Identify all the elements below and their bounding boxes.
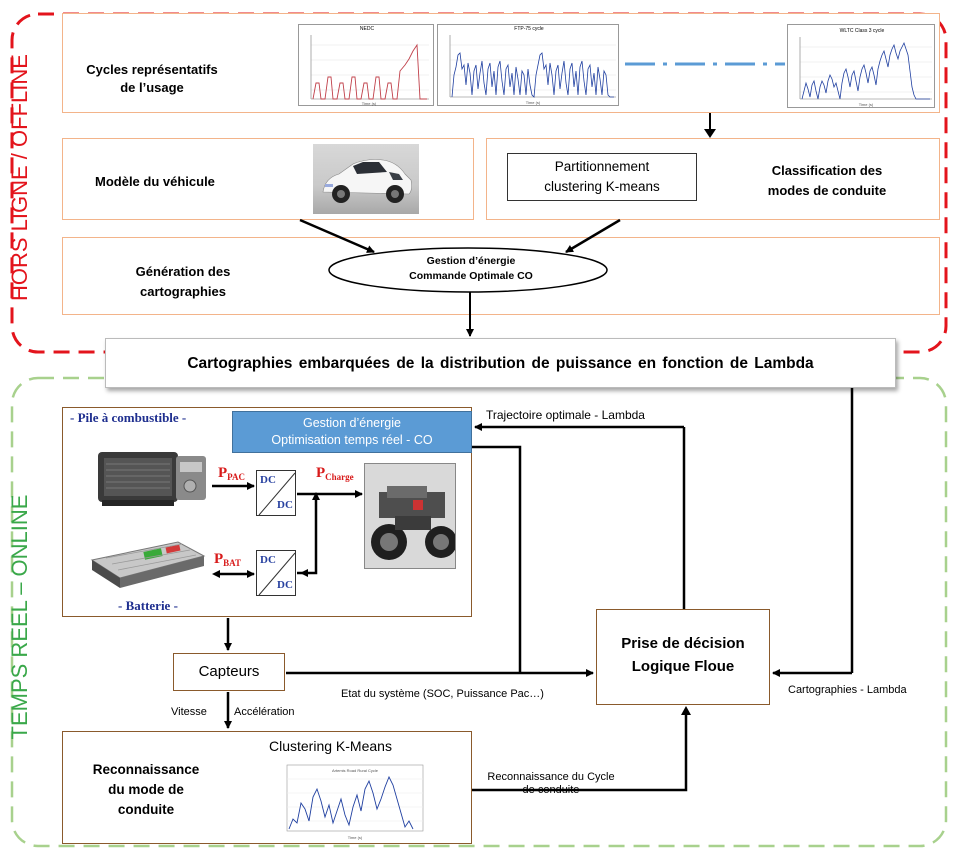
fuel-cell-image — [92, 434, 212, 520]
cycles-label-line1: Cycles représentatifs — [86, 62, 218, 77]
recognition-box: Reconnaissance du mode de conduite Clust… — [62, 731, 472, 844]
line-gestion-to-etat — [472, 445, 522, 673]
partition-line2: clustering K-means — [544, 179, 660, 194]
p-pac-sub: PAC — [227, 472, 246, 482]
generation-line1: Génération des — [135, 264, 231, 279]
energy-management-ellipse — [328, 247, 608, 293]
ellipse-line1: Gestion d’énergie — [426, 255, 516, 267]
decision-line2: Logique Floue — [631, 658, 735, 675]
generation-label: Génération des cartographies — [103, 262, 263, 302]
p-pac-main: P — [218, 465, 228, 481]
cartographies-lambda-label: Cartographies - Lambda — [788, 684, 907, 696]
p-bat-label: PBAT — [214, 551, 241, 568]
p-charge-main: P — [316, 465, 326, 481]
battery-label: - Batterie - — [118, 598, 178, 613]
line-dcdc2-to-bus — [297, 498, 318, 575]
recognition-curve: Artemis Road Rural Cycle Time (s) — [286, 764, 424, 840]
dcdc-converter-2: DC DC — [256, 550, 296, 596]
chassis-icon — [365, 464, 455, 568]
ellipse-line2: Commande Optimale CO — [409, 270, 533, 282]
p-bat-sub: BAT — [223, 558, 242, 568]
arrow-vehicle-to-ellipse — [299, 218, 375, 254]
wltc-chart-title: WLTC Class 3 cycle — [839, 28, 885, 34]
nedc-curve: Time (s) — [310, 35, 429, 106]
partition-box: Partitionnement clustering K-means — [507, 153, 697, 201]
gestion-line2: Optimisation temps réel - CO — [271, 433, 433, 447]
cycles-label-line2: de l’usage — [120, 80, 184, 95]
capteurs-box: Capteurs — [173, 653, 285, 691]
line-recognition-to-decision — [472, 710, 688, 792]
decision-box: Prise de décision Logique Floue — [596, 609, 770, 705]
classification-box: Partitionnement clustering K-means Class… — [486, 138, 940, 220]
gestion-box: Gestion d’énergie Optimisation temps rée… — [232, 411, 472, 453]
generation-line2: cartographies — [140, 284, 226, 299]
ftp75-curve: Time (s) — [449, 35, 616, 105]
ellipse-text: Gestion d’énergie Commande Optimale CO — [336, 254, 606, 284]
fuel-cell-label: - Pile à combustible - — [70, 410, 187, 425]
etat-label: Etat du système (SOC, Puissance Pac…) — [341, 688, 544, 700]
vehicle-model-box: Modèle du véhicule — [62, 138, 474, 220]
car-icon — [322, 159, 412, 203]
nedc-chart-title: NEDC — [359, 26, 375, 32]
dcdc-2-out: DC — [277, 579, 293, 591]
wltc-curve: Time (s) — [799, 37, 932, 107]
p-bat-main: P — [214, 551, 224, 567]
recognition-line3: conduite — [117, 802, 175, 817]
recognition-label: Reconnaissance du mode de conduite — [71, 760, 221, 820]
battery-image — [86, 530, 210, 596]
acceleration-label: Accélération — [234, 706, 295, 718]
svg-text:Time (s): Time (s) — [362, 101, 377, 106]
decision-line1: Prise de décision — [621, 635, 745, 652]
ftp75-chart: FTP-75 cycle Time (s) — [437, 24, 619, 106]
arrow-classification-to-ellipse — [565, 218, 621, 254]
cartographies-banner: Cartographies embarquées de la distribut… — [105, 338, 896, 388]
cycle-recognition-label: Reconnaissance du Cycle de conduite — [476, 771, 626, 797]
recognition-line2: du mode de — [108, 782, 184, 797]
gestion-line1: Gestion d’énergie — [303, 416, 401, 430]
dcdc-2-in: DC — [260, 554, 276, 566]
dcdc-converter-1: DC DC — [256, 470, 296, 516]
classification-label: Classification des modes de conduite — [727, 161, 927, 201]
vitesse-label: Vitesse — [171, 706, 207, 718]
cycles-dashdot-connector — [625, 62, 785, 66]
vehicle-model-label: Modèle du véhicule — [95, 174, 215, 189]
dcdc-1-in: DC — [260, 474, 276, 486]
cycles-box: Cycles représentatifs de l’usage NEDC Ti… — [62, 13, 940, 113]
classification-line2: modes de conduite — [767, 183, 887, 198]
partition-line1: Partitionnement — [554, 159, 650, 174]
battery-icon — [90, 541, 206, 588]
arrow-cycles-to-classification — [704, 113, 716, 138]
fuel-cell-icon — [98, 452, 206, 506]
ftp75-chart-title: FTP-75 cycle — [514, 26, 544, 32]
recognition-line1: Reconnaissance — [92, 762, 200, 777]
cycle-recognition-line1: Reconnaissance du Cycle — [487, 771, 615, 783]
svg-text:Artemis Road Rural Cycle: Artemis Road Rural Cycle — [332, 768, 379, 773]
svg-text:Time (s): Time (s) — [526, 100, 541, 105]
svg-text:Time (s): Time (s) — [348, 835, 363, 840]
p-charge-sub: Charge — [325, 472, 354, 482]
svg-text:Time (s): Time (s) — [859, 102, 874, 107]
nedc-chart: NEDC Time (s) — [298, 24, 434, 106]
p-pac-label: PPAC — [218, 465, 245, 482]
recognition-chart: Artemis Road Rural Cycle Time (s) — [277, 759, 427, 841]
dcdc-1-diagonal — [258, 472, 296, 516]
wltc-chart: WLTC Class 3 cycle Time (s) — [787, 24, 935, 108]
capteurs-label: Capteurs — [198, 663, 260, 680]
chassis-image — [364, 463, 456, 569]
car-image — [313, 144, 419, 214]
cycles-label: Cycles représentatifs de l’usage — [77, 61, 227, 97]
classification-line1: Classification des — [771, 163, 883, 178]
p-charge-label: PCharge — [316, 465, 354, 482]
cartographies-banner-text: Cartographies embarquées de la distribut… — [187, 355, 814, 372]
clustering-title: Clustering K-Means — [269, 738, 392, 754]
dcdc-1-out: DC — [277, 499, 293, 511]
dcdc-2-diagonal — [258, 552, 296, 596]
trajectoire-label: Trajectoire optimale - Lambda — [486, 408, 645, 422]
